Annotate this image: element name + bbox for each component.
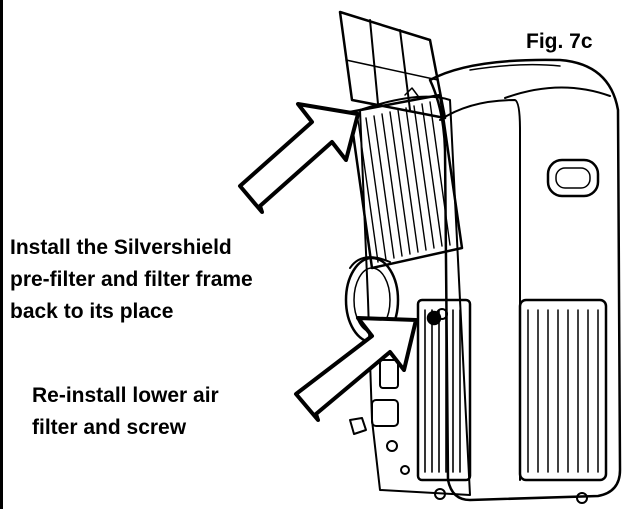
arrow-lower-filter <box>294 316 418 422</box>
filter-screw-icon <box>426 308 448 326</box>
ac-back-panel <box>359 95 471 496</box>
arrow-upper-filter <box>238 102 360 214</box>
callout-prefilter-line-2: pre-filter and filter frame <box>10 268 253 291</box>
ac-unit-body <box>428 58 622 502</box>
callout-prefilter-line-3: back to its place <box>10 300 174 323</box>
lower-air-filter <box>416 298 472 482</box>
left-border-rule <box>0 0 3 509</box>
side-lower-grille <box>518 298 608 482</box>
callout-lower-filter: Re-install lower air filter and screw <box>32 380 219 444</box>
figure-label: Fig. 7c <box>526 30 593 53</box>
upper-filter-frame <box>348 93 464 270</box>
silvershield-prefilter <box>338 10 447 120</box>
callout-lower-filter-line-2: filter and screw <box>32 416 187 439</box>
callout-prefilter: Install the Silvershield pre-filter and … <box>10 232 253 328</box>
callout-lower-filter-line-1: Re-install lower air <box>32 384 219 407</box>
side-handle <box>546 158 600 198</box>
lower-back-details <box>349 359 588 504</box>
callout-prefilter-line-1: Install the Silvershield <box>10 236 232 259</box>
